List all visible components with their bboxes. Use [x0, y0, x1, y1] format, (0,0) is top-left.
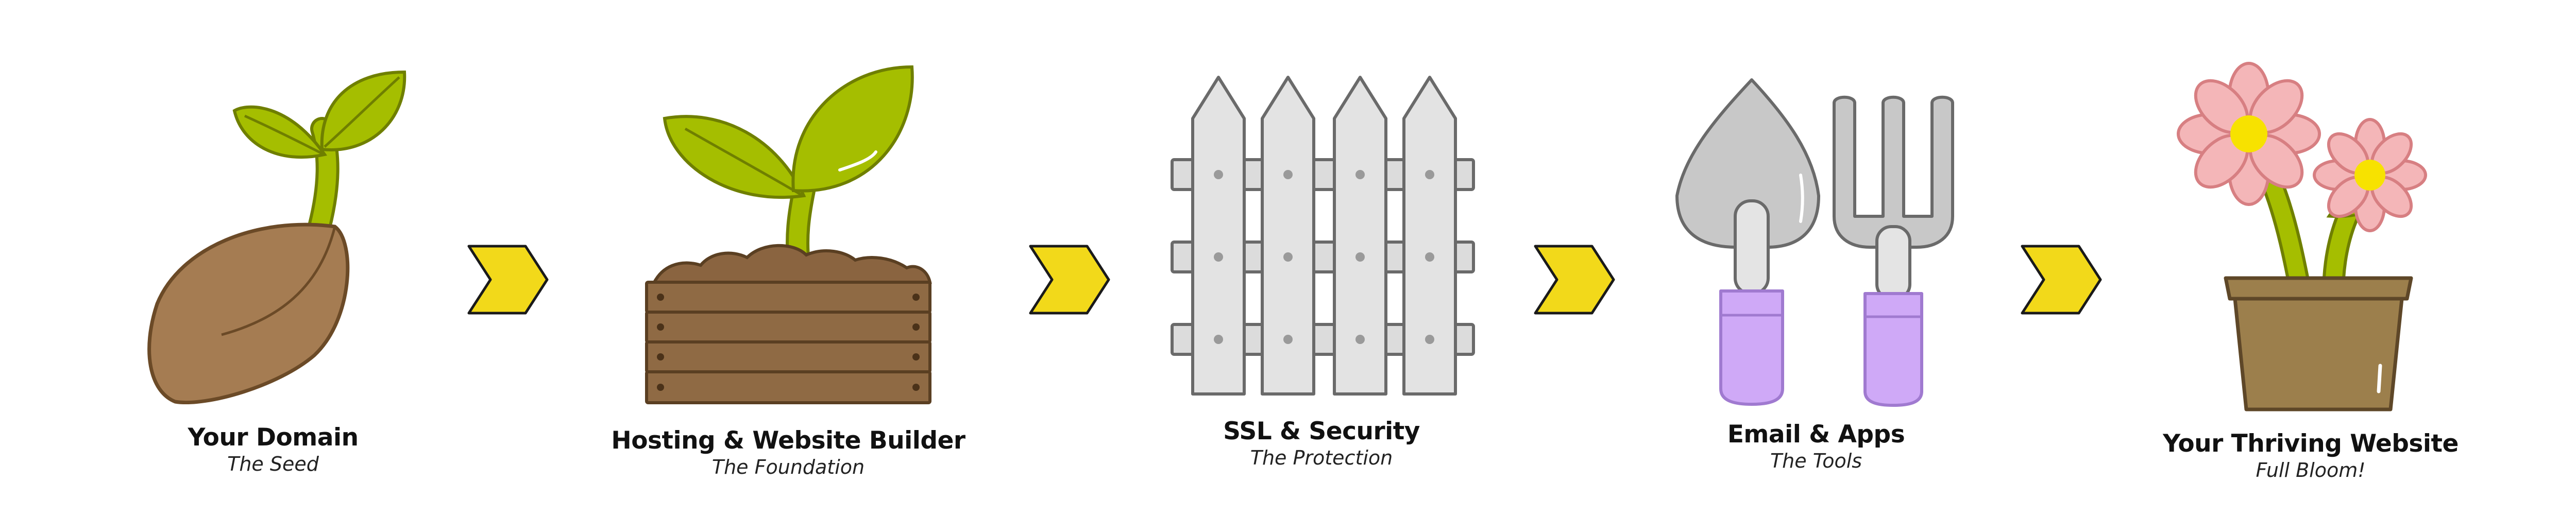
- step-title: Your Thriving Website: [2163, 430, 2459, 458]
- step-caption-website: Your Thriving Website Full Bloom!: [2163, 430, 2459, 482]
- step-subtitle: The Foundation: [711, 456, 865, 478]
- seed-sprout-icon: [147, 70, 406, 405]
- fence-nails: [1214, 170, 1434, 344]
- flower-pot-icon: [2177, 62, 2427, 411]
- picket-fence-icon: [1171, 76, 1475, 396]
- step-caption-hosting: Hosting & Website Builder The Foundation: [611, 426, 965, 478]
- step-title: Email & Apps: [1727, 420, 1905, 449]
- step-caption-tools: Email & Apps The Tools: [1727, 420, 1905, 472]
- step-caption-security: SSL & Security The Protection: [1223, 417, 1420, 469]
- chevron-right-icon: [2021, 245, 2102, 315]
- soil-crate-icon: [645, 65, 932, 404]
- chevron-right-icon: [1029, 245, 1110, 315]
- step-title: Your Domain: [188, 423, 359, 452]
- step-subtitle: The Protection: [1250, 447, 1393, 469]
- step-subtitle: Full Bloom!: [2256, 459, 2366, 482]
- step-title: Hosting & Website Builder: [611, 426, 965, 455]
- step-subtitle: The Tools: [1770, 450, 1862, 472]
- step-caption-domain: Your Domain The Seed: [188, 423, 359, 475]
- chevron-right-icon: [467, 245, 549, 315]
- step-subtitle: The Seed: [227, 453, 319, 475]
- step-title: SSL & Security: [1223, 417, 1420, 445]
- chevron-right-icon: [1534, 245, 1615, 315]
- garden-tools-icon: [1675, 78, 1954, 407]
